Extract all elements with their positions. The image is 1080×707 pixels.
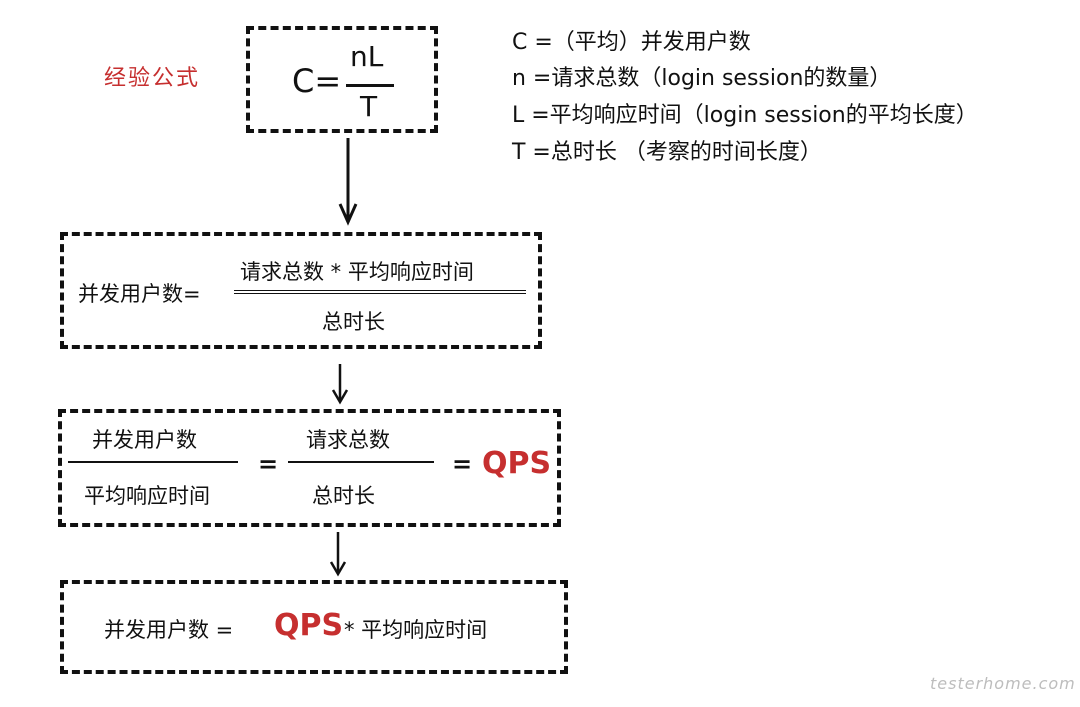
formula-box [246, 26, 438, 133]
box2-lhs: 并发用户数= [78, 282, 201, 306]
formula-denominator: T [360, 90, 378, 123]
box2-denominator: 总时长 [322, 310, 385, 334]
box4-rhs: * 平均响应时间 [344, 618, 488, 642]
box3-equals-2: = [452, 450, 473, 478]
watermark: testerhome.com [930, 674, 1076, 693]
box3-frac1-numerator: 并发用户数 [92, 428, 197, 452]
box3-qps: QPS [482, 446, 552, 481]
legend-item-t: T =总时长 （考察的时间长度） [512, 140, 822, 165]
box4-qps: QPS [274, 608, 344, 643]
final-formula-box [60, 580, 568, 674]
box2-numerator: 请求总数 * 平均响应时间 [240, 260, 474, 284]
box3-equals-1: = [258, 450, 279, 478]
concurrency-box [60, 232, 542, 349]
formula-fraction-bar [346, 84, 394, 87]
legend-item-l: L =平均响应时间（login session的平均长度） [512, 103, 978, 128]
formula-numerator: nL [350, 40, 384, 73]
arrow-down-3 [329, 532, 347, 577]
legend-item-c: C =（平均）并发用户数 [512, 30, 751, 55]
arrow-down-2 [331, 364, 349, 405]
legend-item-n: n =请求总数（login session的数量） [512, 66, 892, 91]
box3-frac1-denominator: 平均响应时间 [84, 484, 210, 508]
box3-frac1-bar [68, 461, 238, 463]
formula-lhs: C= [292, 62, 342, 100]
box3-frac2-denominator: 总时长 [312, 484, 375, 508]
box4-lhs: 并发用户数 = [104, 618, 234, 642]
qps-derivation-box [58, 409, 561, 527]
arrow-down-1 [338, 138, 358, 226]
box2-fraction-bar [234, 290, 526, 294]
box3-frac2-numerator: 请求总数 [306, 428, 390, 452]
box3-frac2-bar [288, 461, 434, 463]
formula-label: 经验公式 [104, 66, 201, 91]
